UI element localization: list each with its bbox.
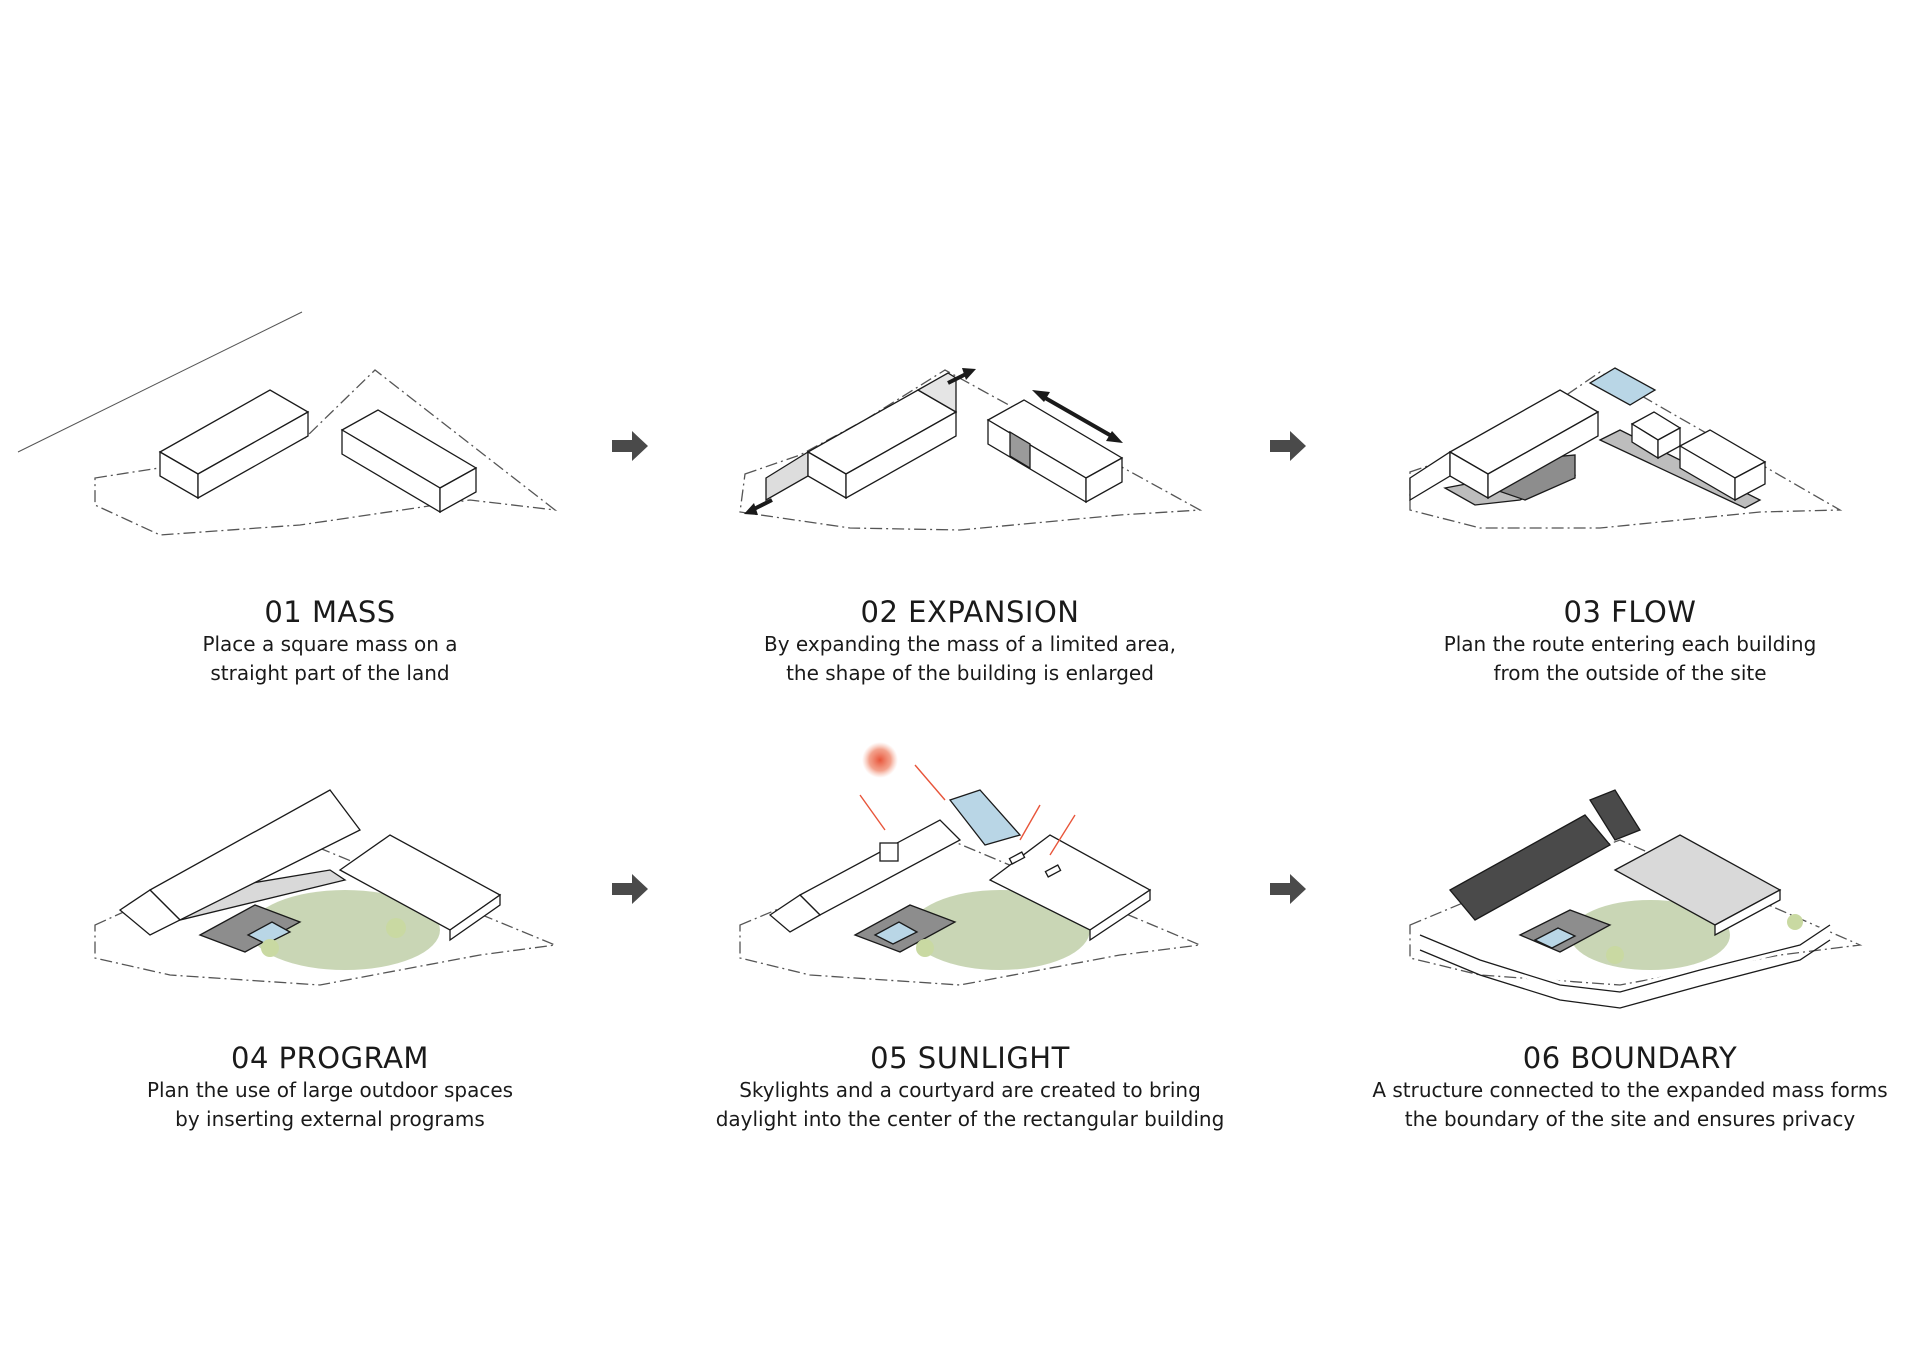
step-title: 05 SUNLIGHT: [690, 1040, 1250, 1076]
step-caption-boundary: 06 BOUNDARY A structure connected to the…: [1350, 1040, 1910, 1134]
step-description-line: by inserting external programs: [50, 1105, 610, 1134]
step-description-line: By expanding the mass of a limited area,: [690, 630, 1250, 659]
step-description-line: A structure connected to the expanded ma…: [1350, 1076, 1910, 1105]
step-description-line: daylight into the center of the rectangu…: [690, 1105, 1250, 1134]
step-caption-flow: 03 FLOW Plan the route entering each bui…: [1350, 594, 1910, 688]
step-description-line: Plan the use of large outdoor spaces: [50, 1076, 610, 1105]
step-title: 04 PROGRAM: [50, 1040, 610, 1076]
step-arrow-icon: [612, 874, 648, 904]
diagram-sunlight: [740, 790, 1200, 985]
diagram-expansion: [740, 370, 1200, 530]
step-caption-expansion: 02 EXPANSION By expanding the mass of a …: [690, 594, 1250, 688]
step-arrow-icon: [1270, 431, 1306, 461]
step-caption-program: 04 PROGRAM Plan the use of large outdoor…: [50, 1040, 610, 1134]
step-caption-sunlight: 05 SUNLIGHT Skylights and a courtyard ar…: [690, 1040, 1250, 1134]
diagram-flow: [1410, 368, 1840, 528]
step-description-line: the boundary of the site and ensures pri…: [1350, 1105, 1910, 1134]
step-arrow-icon: [1270, 874, 1306, 904]
step-title: 02 EXPANSION: [690, 594, 1250, 630]
step-description-line: Place a square mass on a: [50, 630, 610, 659]
step-description-line: Plan the route entering each building: [1350, 630, 1910, 659]
step-title: 06 BOUNDARY: [1350, 1040, 1910, 1076]
step-arrow-icon: [612, 431, 648, 461]
diagram-program: [95, 790, 555, 985]
diagram-mass: [18, 312, 555, 535]
step-description-line: straight part of the land: [50, 659, 610, 688]
step-title: 03 FLOW: [1350, 594, 1910, 630]
step-caption-mass: 01 MASS Place a square mass on a straigh…: [50, 594, 610, 688]
step-description-line: from the outside of the site: [1350, 659, 1910, 688]
step-title: 01 MASS: [50, 594, 610, 630]
step-description-line: Skylights and a courtyard are created to…: [690, 1076, 1250, 1105]
step-description-line: the shape of the building is enlarged: [690, 659, 1250, 688]
diagram-boundary: [1410, 790, 1860, 1008]
sun-icon: [862, 742, 898, 778]
